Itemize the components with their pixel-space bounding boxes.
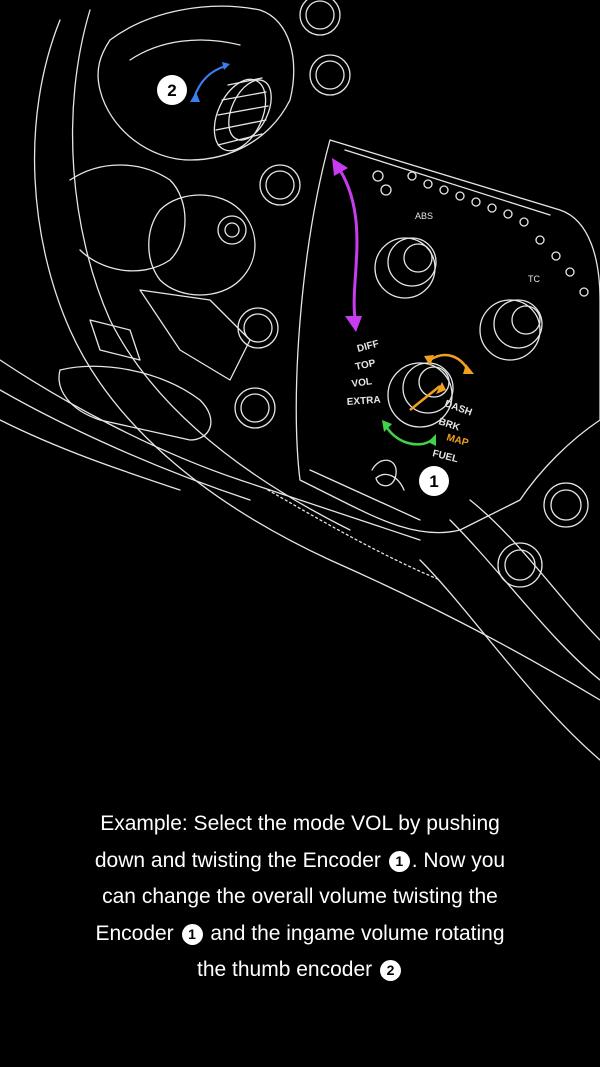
caption-line-5a: the thumb encoder: [197, 958, 373, 981]
encoder-1-badge: 1: [181, 923, 203, 945]
mode-dash: DASH: [443, 398, 473, 418]
caption-line-1: Example: Select the mode VOL by pushing: [100, 812, 500, 835]
tc-label: TC: [528, 274, 540, 284]
mode-map: MAP: [445, 432, 470, 449]
wheel-rim-outline: [33, 19, 600, 701]
center-plate: [295, 139, 600, 534]
brand-logo: [371, 459, 405, 491]
blue-rotation-arrow: [190, 62, 230, 102]
badge-encoder-1: 1: [419, 466, 449, 496]
magenta-double-arrow: [332, 158, 362, 332]
caption-line-5: the thumb encoder 2: [40, 952, 560, 989]
abs-label: ABS: [415, 211, 433, 221]
steering-wheel-illustration: ABS TC DIFF TOP VOL EXTRA DASH BRK MAP F…: [0, 0, 600, 761]
badge-encoder-2: 2: [157, 75, 187, 105]
caption-line-2a: down and twisting the Encoder: [94, 848, 381, 872]
encoder-1-badge: 1: [388, 850, 410, 872]
caption-line-4b: and the ingame volume rotating: [210, 921, 505, 945]
mode-brk: BRK: [437, 416, 462, 433]
mode-top: TOP: [354, 358, 377, 373]
orange-rotation-arrow: [409, 353, 474, 411]
green-rotation-arrow: [382, 420, 436, 446]
caption-line-2b: . Now you: [411, 848, 506, 872]
mode-vol: VOL: [351, 376, 373, 390]
svg-text:1: 1: [429, 472, 438, 491]
caption-line-3: can change the overall volume twisting t…: [102, 885, 498, 908]
mode-extra: EXTRA: [346, 395, 381, 408]
caption-line-4a: Encoder: [95, 921, 174, 945]
mode-diff: DIFF: [356, 339, 380, 355]
encoder-2-badge: 2: [379, 960, 401, 981]
caption-line-4: Encoder 1 and the ingame volume rotating: [40, 916, 560, 953]
svg-text:2: 2: [167, 81, 176, 100]
mode-fuel: FUEL: [431, 448, 459, 465]
instruction-caption: Example: Select the mode VOL by pushing …: [40, 806, 560, 989]
caption-line-2: down and twisting the Encoder 1. Now you: [40, 843, 560, 880]
